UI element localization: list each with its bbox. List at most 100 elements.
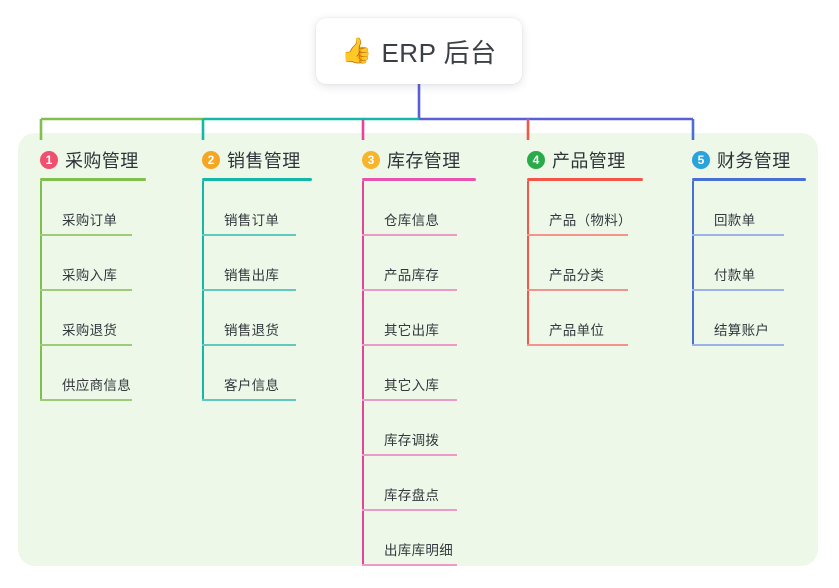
column-badge-1: 1 — [40, 151, 58, 169]
list-item-label: 产品（物料） — [549, 213, 632, 228]
column-header-2[interactable]: 2 销售管理 — [202, 148, 312, 172]
list-item-label: 结算账户 — [714, 323, 770, 338]
column-header-4[interactable]: 4 产品管理 — [527, 148, 643, 172]
list-item-label: 回款单 — [714, 213, 756, 228]
list-item-label: 出库库明细 — [384, 543, 453, 558]
list-item-underline — [202, 289, 296, 291]
column-spine-1 — [40, 181, 42, 401]
list-item-label: 销售出库 — [224, 268, 280, 283]
list-item-label: 其它出库 — [384, 323, 440, 338]
diagram-panel — [18, 133, 818, 566]
list-item-underline — [202, 344, 296, 346]
list-item-underline — [362, 234, 457, 236]
column-spine-2 — [202, 181, 204, 401]
list-item-underline — [362, 399, 457, 401]
column-badge-4: 4 — [527, 151, 545, 169]
list-item-label: 其它入库 — [384, 378, 440, 393]
list-item-underline — [40, 344, 132, 346]
list-item-underline — [40, 399, 132, 401]
list-item-underline — [202, 234, 296, 236]
column-spine-3 — [362, 181, 364, 566]
column-underline-2 — [202, 178, 312, 181]
column-underline-1 — [40, 178, 146, 181]
column-underline-3 — [362, 178, 476, 181]
list-item-underline — [362, 564, 457, 566]
list-item-underline — [362, 344, 457, 346]
column-header-1[interactable]: 1 采购管理 — [40, 148, 146, 172]
list-item-underline — [692, 289, 784, 291]
list-item-label: 产品库存 — [384, 268, 440, 283]
list-item[interactable]: 产品单位 — [527, 291, 643, 346]
list-item[interactable]: 销售出库 — [202, 236, 312, 291]
list-item[interactable]: 产品分类 — [527, 236, 643, 291]
list-item-underline — [527, 344, 628, 346]
list-item-label: 采购入库 — [62, 268, 118, 283]
column-badge-5: 5 — [692, 151, 710, 169]
list-item-underline — [692, 234, 784, 236]
list-item[interactable]: 付款单 — [692, 236, 806, 291]
list-item-label: 仓库信息 — [384, 213, 440, 228]
list-item[interactable]: 仓库信息 — [362, 181, 476, 236]
column-title-3: 库存管理 — [387, 151, 461, 171]
list-item[interactable]: 出库库明细 — [362, 511, 476, 566]
column-spine-5 — [692, 181, 694, 346]
list-item-label: 产品分类 — [549, 268, 605, 283]
list-item-label: 产品单位 — [549, 323, 605, 338]
list-item-underline — [527, 289, 628, 291]
list-item-label: 客户信息 — [224, 378, 280, 393]
list-item-underline — [362, 289, 457, 291]
list-item[interactable]: 采购退货 — [40, 291, 146, 346]
column-header-5[interactable]: 5 财务管理 — [692, 148, 806, 172]
list-item[interactable]: 产品库存 — [362, 236, 476, 291]
column-4: 4 产品管理产品（物料） 产品分类产品单位 — [527, 148, 643, 346]
list-item-underline — [527, 234, 628, 236]
list-item-underline — [692, 344, 784, 346]
column-underline-4 — [527, 178, 643, 181]
list-item-underline — [362, 454, 457, 456]
column-underline-5 — [692, 178, 806, 181]
root-node[interactable]: 👍 ERP 后台 — [316, 18, 522, 84]
list-item-label: 销售订单 — [224, 213, 280, 228]
list-item[interactable]: 库存调拨 — [362, 401, 476, 456]
column-title-1: 采购管理 — [65, 151, 139, 171]
list-item-label: 库存盘点 — [384, 488, 440, 503]
column-spine-4 — [527, 181, 529, 346]
column-title-2: 销售管理 — [227, 151, 301, 171]
list-item[interactable]: 产品（物料） — [527, 181, 643, 236]
list-item[interactable]: 销售订单 — [202, 181, 312, 236]
list-item-label: 销售退货 — [224, 323, 280, 338]
column-items-4: 产品（物料） 产品分类产品单位 — [527, 181, 643, 346]
column-title-4: 产品管理 — [552, 151, 626, 171]
column-1: 1 采购管理采购订单采购入库采购退货供应商信息 — [40, 148, 146, 401]
list-item[interactable]: 采购入库 — [40, 236, 146, 291]
list-item-label: 付款单 — [714, 268, 756, 283]
list-item[interactable]: 销售退货 — [202, 291, 312, 346]
list-item[interactable]: 结算账户 — [692, 291, 806, 346]
column-5: 5 财务管理回款单付款单结算账户 — [692, 148, 806, 346]
root-title: ERP 后台 — [381, 37, 497, 68]
list-item[interactable]: 库存盘点 — [362, 456, 476, 511]
column-items-2: 销售订单销售出库销售退货客户信息 — [202, 181, 312, 401]
thumbs-up-icon: 👍 — [341, 36, 373, 65]
column-items-5: 回款单付款单结算账户 — [692, 181, 806, 346]
list-item-underline — [40, 289, 132, 291]
list-item-underline — [362, 509, 457, 511]
list-item[interactable]: 供应商信息 — [40, 346, 146, 401]
list-item-label: 供应商信息 — [62, 378, 131, 393]
list-item-label: 库存调拨 — [384, 433, 440, 448]
list-item-label: 采购订单 — [62, 213, 118, 228]
list-item[interactable]: 回款单 — [692, 181, 806, 236]
list-item-underline — [40, 234, 132, 236]
list-item[interactable]: 客户信息 — [202, 346, 312, 401]
column-2: 2 销售管理销售订单销售出库销售退货客户信息 — [202, 148, 312, 401]
column-items-1: 采购订单采购入库采购退货供应商信息 — [40, 181, 146, 401]
list-item[interactable]: 采购订单 — [40, 181, 146, 236]
list-item-label: 采购退货 — [62, 323, 118, 338]
list-item[interactable]: 其它出库 — [362, 291, 476, 346]
column-title-5: 财务管理 — [717, 151, 791, 171]
list-item[interactable]: 其它入库 — [362, 346, 476, 401]
column-badge-2: 2 — [202, 151, 220, 169]
